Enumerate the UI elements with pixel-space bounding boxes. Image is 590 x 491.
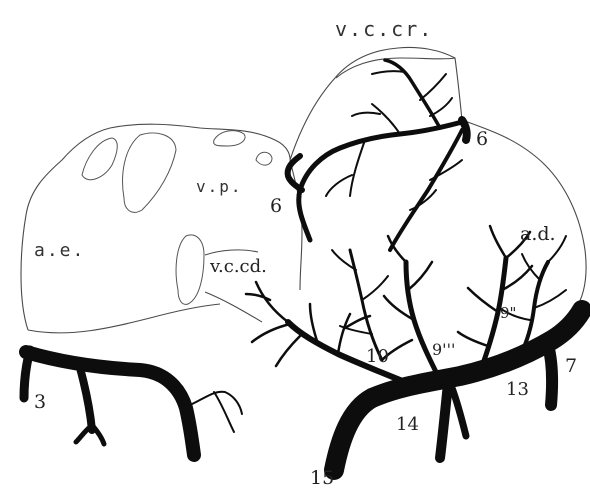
- label-9ii: 9": [500, 304, 516, 322]
- label-vccd: v.c.cd.: [209, 256, 267, 277]
- vein-branch-7: [548, 345, 552, 405]
- label-15: 15: [310, 467, 334, 489]
- vein-left-3: [24, 350, 30, 398]
- patch-5: [176, 235, 204, 304]
- label-14: 14: [396, 414, 419, 435]
- label-six-right: 6: [476, 128, 488, 150]
- label-7: 7: [565, 355, 577, 377]
- vein-left-trunk: [26, 352, 194, 455]
- vein-left-branch: [80, 368, 92, 430]
- vein-10-twigs: [246, 282, 370, 366]
- vein-6-descending: [390, 130, 462, 250]
- vein-6-left-hook: [288, 156, 302, 190]
- vein-left-branch-fork: [76, 425, 104, 444]
- vein-left-fine: [190, 392, 242, 432]
- vein-mid-fan: [350, 250, 382, 360]
- label-ad: a.d.: [520, 223, 556, 245]
- label-3: 3: [34, 391, 46, 413]
- label-ae: a.e.: [34, 240, 85, 261]
- vein-9iii: [406, 262, 440, 380]
- label-vccr: v.c.cr.: [335, 17, 433, 41]
- label-9iii: 9''': [432, 340, 455, 359]
- label-six-left: 6: [270, 195, 282, 217]
- label-10: 10: [366, 346, 389, 367]
- patch-4: [256, 152, 272, 165]
- fine-line-1: [205, 250, 258, 255]
- label-vp: v.p.: [196, 177, 243, 196]
- label-13: 13: [506, 379, 529, 400]
- fine-line-2: [205, 292, 262, 322]
- vein-branch-14: [440, 384, 448, 458]
- vein-branch-14b: [452, 388, 466, 436]
